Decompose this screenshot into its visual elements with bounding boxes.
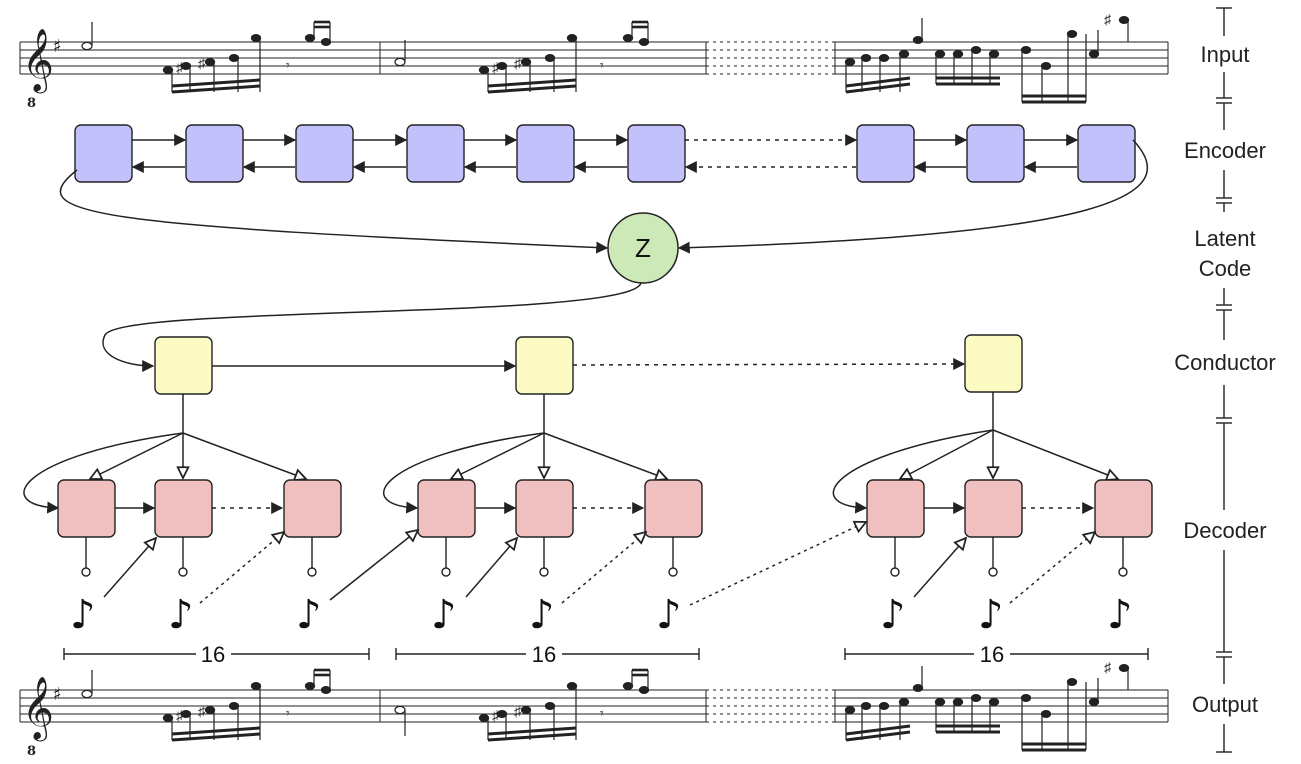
- decoder-cell: [515, 479, 574, 538]
- decoder-layer: [23, 392, 1118, 514]
- encoder-connections: [59, 134, 1149, 254]
- output-staff: [19, 689, 1169, 723]
- encoder-cell: [406, 124, 465, 183]
- encoder-cells: [74, 124, 1136, 183]
- eighth-note-icon: ♪: [1107, 592, 1133, 638]
- encoder-cell: [966, 124, 1025, 183]
- eighth-note-icon: ♪: [296, 592, 322, 638]
- eighth-note-icon: ♪: [168, 592, 194, 638]
- svg-text:♯: ♯: [198, 55, 206, 71]
- label-decoder: Decoder: [1183, 518, 1266, 543]
- svg-text:𝄾: 𝄾: [600, 57, 604, 73]
- latent-symbol: Z: [635, 233, 651, 263]
- decoder-cell: [154, 479, 213, 538]
- clef-octave-label: 8: [27, 744, 36, 759]
- decoder-cell: [964, 479, 1023, 538]
- label-conductor: Conductor: [1174, 350, 1276, 375]
- svg-text:♯: ♯: [514, 703, 522, 719]
- encoder-cell: [1077, 124, 1136, 183]
- svg-text:♯: ♯: [1104, 659, 1112, 675]
- eighth-note-icon: ♪: [978, 592, 1004, 638]
- svg-text:♯: ♯: [176, 59, 184, 75]
- conductor-cell: [964, 334, 1023, 393]
- label-encoder: Encoder: [1184, 138, 1266, 163]
- decoder-cell: [417, 479, 476, 538]
- latent-to-conductor-arrow: [102, 282, 642, 372]
- sharp-icon: ♯: [53, 684, 62, 705]
- svg-text:♯: ♯: [198, 703, 206, 719]
- span-label: 16: [980, 642, 1004, 667]
- sharp-icon: ♯: [53, 36, 62, 57]
- svg-text:♯: ♯: [492, 707, 500, 723]
- svg-text:𝄾: 𝄾: [286, 705, 290, 721]
- eighth-note-icon: ♪: [529, 592, 555, 638]
- encoder-cell: [295, 124, 354, 183]
- encoder-cell: [516, 124, 575, 183]
- input-staff: [19, 41, 1169, 75]
- svg-text:𝄾: 𝄾: [600, 705, 604, 721]
- eighth-note-icon: ♪: [70, 592, 96, 638]
- label-latent-line1: Latent: [1194, 226, 1255, 251]
- conductor-cell: [154, 336, 213, 395]
- svg-text:𝄾: 𝄾: [286, 57, 290, 73]
- treble-clef-icon: 𝄞: [22, 676, 54, 742]
- label-latent-line2: Code: [1199, 256, 1252, 281]
- span-label: 16: [532, 642, 556, 667]
- svg-text:♯: ♯: [492, 59, 500, 75]
- conductor-layer: [102, 282, 1023, 395]
- decoder-outputs: [81, 537, 1128, 577]
- encoder-layer: [59, 124, 1149, 254]
- label-output: Output: [1192, 692, 1258, 717]
- svg-text:♯: ♯: [1104, 11, 1112, 27]
- eighth-note-icon: ♪: [656, 592, 682, 638]
- decoder-cell: [1094, 479, 1153, 538]
- input-notes: ♯ ♯ 𝄾 ♯ ♯ 𝄾: [81, 11, 1130, 104]
- label-input: Input: [1201, 42, 1250, 67]
- encoder-cell: [74, 124, 133, 183]
- row-label-brackets: [1216, 7, 1232, 753]
- latent-node: Z: [607, 212, 679, 284]
- svg-text:♯: ♯: [514, 55, 522, 71]
- output-notes: ♯ ♯ 𝄾 ♯ ♯ 𝄾: [81, 659, 1130, 752]
- note-tokens: ♪ ♪ ♪ ♪ ♪ ♪ ♪ ♪ ♪: [70, 592, 1133, 638]
- span-brackets: [63, 648, 1149, 660]
- encoder-cell: [856, 124, 915, 183]
- decoder-cells: [57, 479, 1153, 538]
- decoder-cell: [866, 479, 925, 538]
- svg-text:♯: ♯: [176, 707, 184, 723]
- conductor-cell: [515, 336, 574, 395]
- encoder-cell: [627, 124, 686, 183]
- treble-clef-icon: 𝄞: [22, 28, 54, 94]
- decoder-cell: [57, 479, 116, 538]
- eighth-note-icon: ♪: [880, 592, 906, 638]
- clef-octave-label: 8: [27, 96, 36, 111]
- encoder-cell: [185, 124, 244, 183]
- note-feedback-arrows: [103, 522, 1095, 606]
- span-label: 16: [201, 642, 225, 667]
- decoder-cell: [283, 479, 342, 538]
- eighth-note-icon: ♪: [431, 592, 457, 638]
- decoder-cell: [644, 479, 703, 538]
